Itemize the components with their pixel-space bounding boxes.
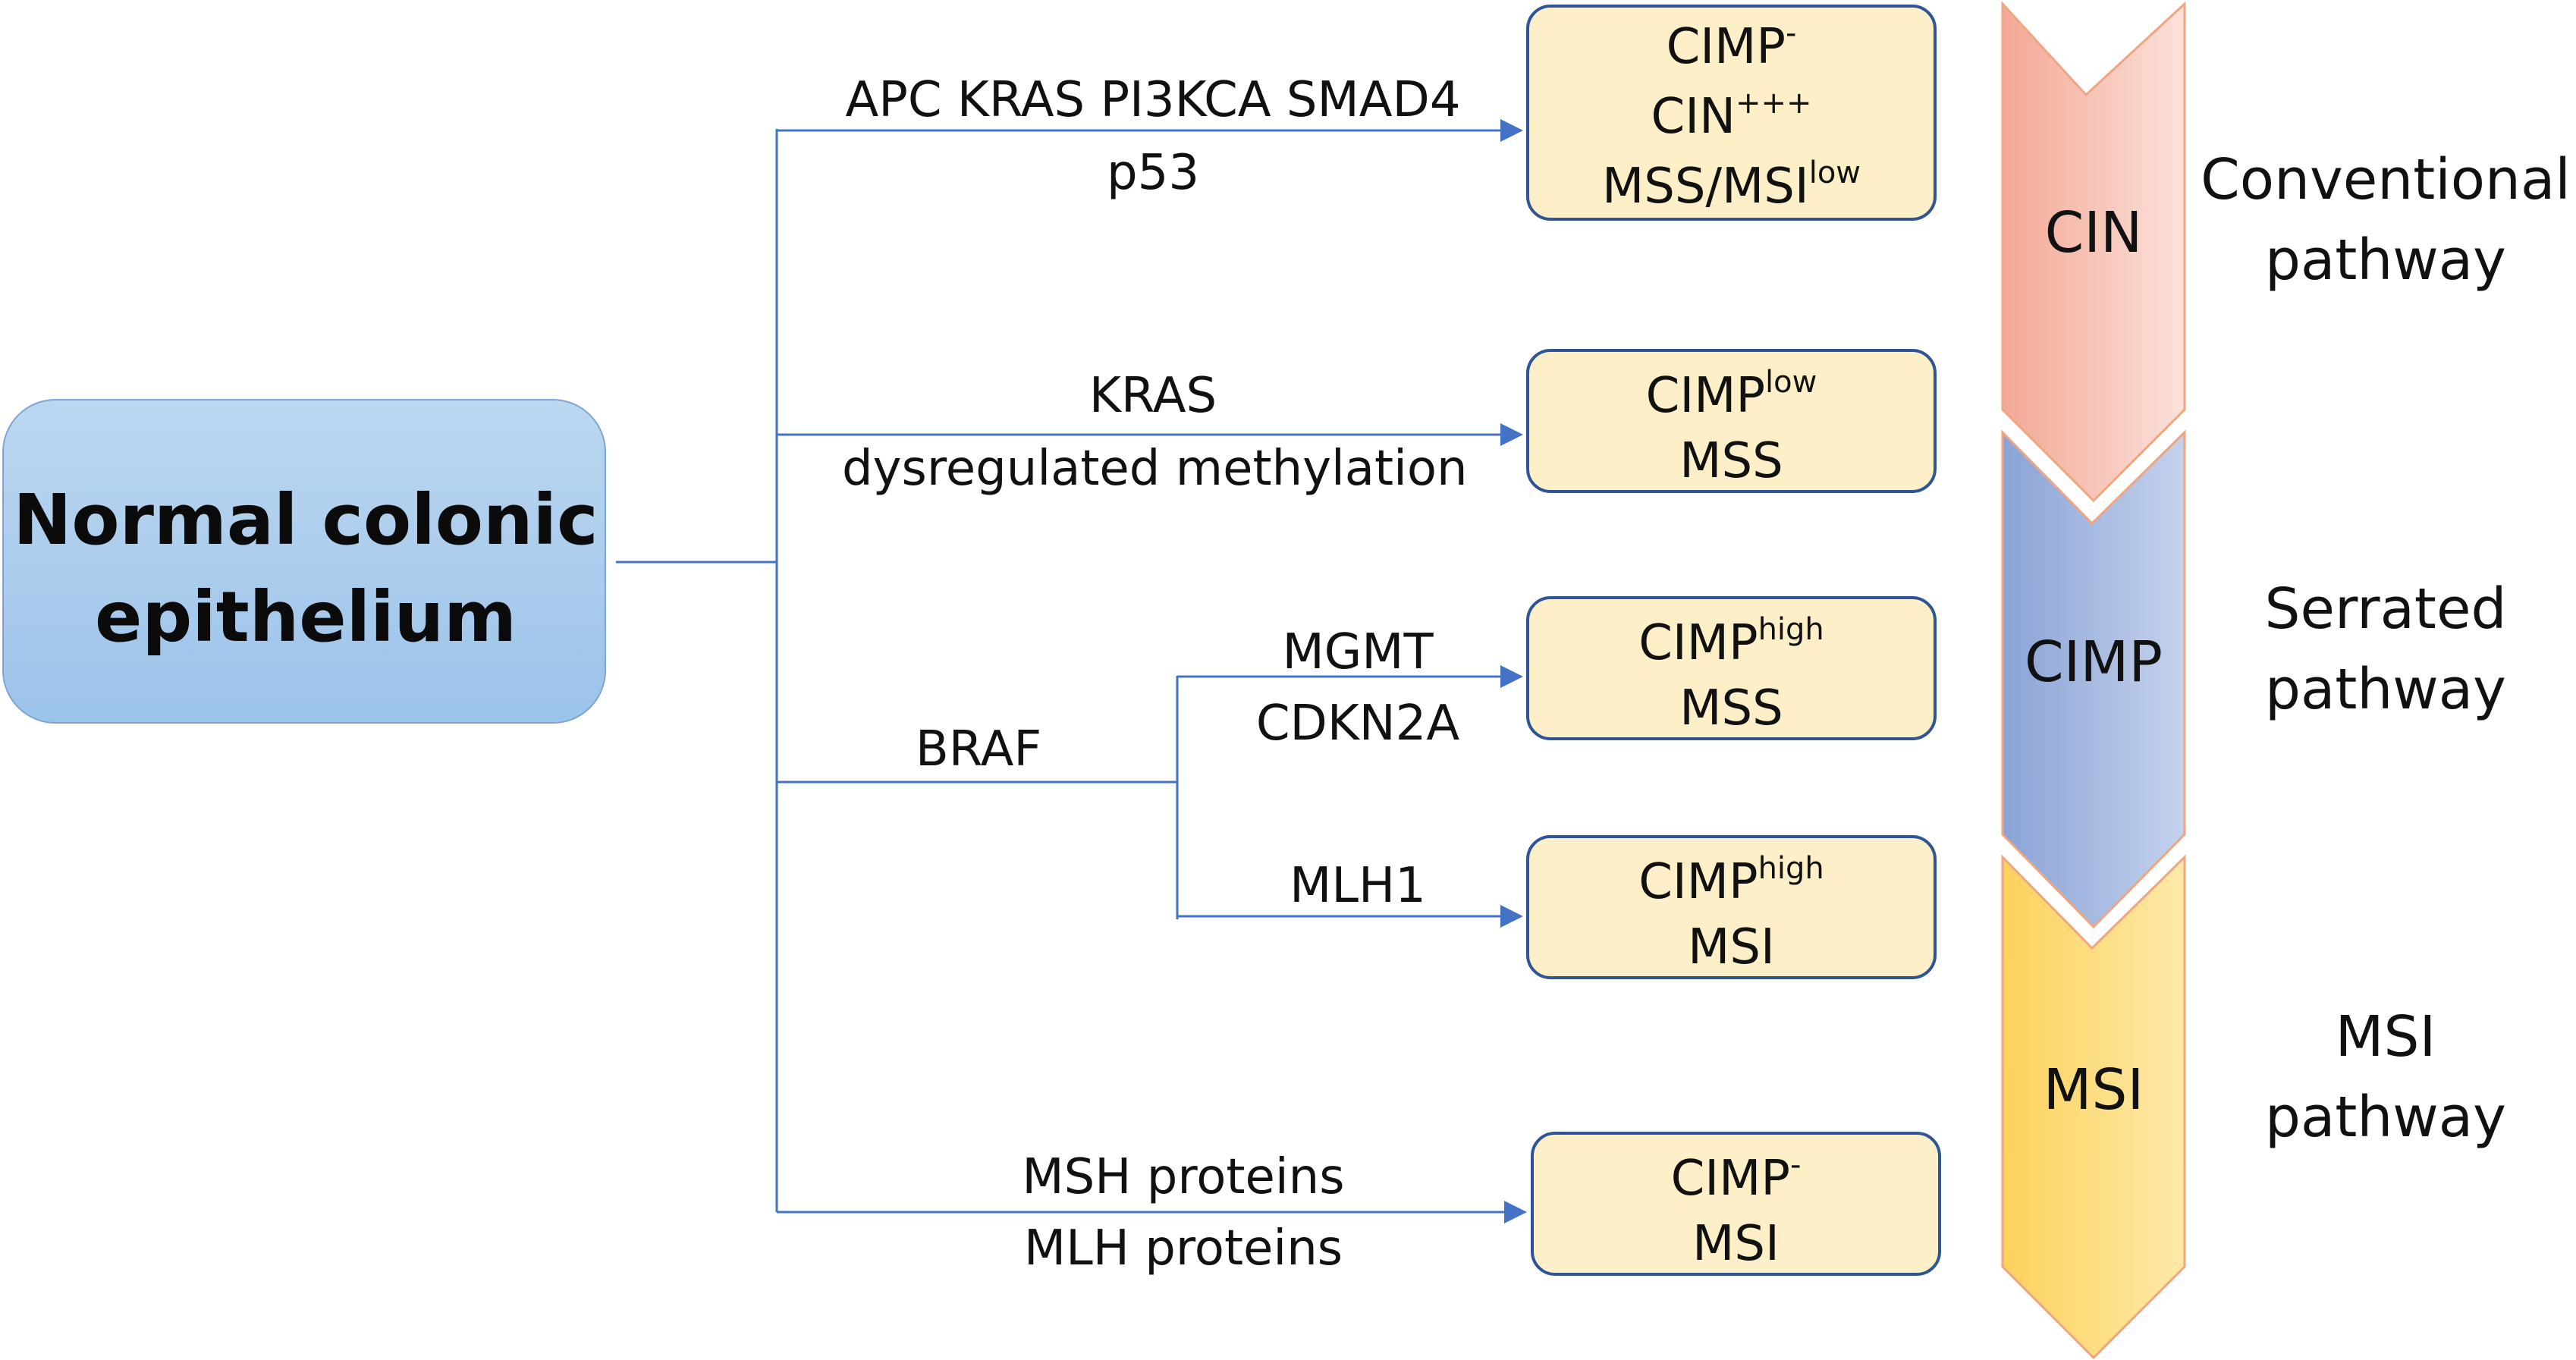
edge-label-1b: p53 <box>1106 145 1200 201</box>
pathway-label-conventional-1: Conventional <box>2201 147 2571 212</box>
edge-label-3a: MGMT <box>1282 624 1434 680</box>
outcome-5-line2: MSI <box>1692 1216 1780 1272</box>
edge-label-1a: APC KRAS PI3KCA SMAD4 <box>845 72 1461 128</box>
outcome-3-line2: MSS <box>1679 680 1783 737</box>
tree-connectors <box>616 119 1527 1223</box>
outcome-box-4: CIMPhigh MSI <box>1526 835 1937 979</box>
outcome-box-3: CIMPhigh MSS <box>1526 596 1937 740</box>
outcome-2-line2: MSS <box>1679 433 1783 489</box>
outcome-2-line1: CIMPlow <box>1645 365 1817 424</box>
outcome-1-line1: CIMP- <box>1666 16 1797 75</box>
edge-label-braf: BRAF <box>915 721 1042 777</box>
start-label-line2: epithelium <box>94 576 517 658</box>
stage-label-msi: MSI <box>2043 1057 2144 1123</box>
start-label-line1: Normal colonic <box>13 479 598 561</box>
outcome-1-line3: MSS/MSIlow <box>1601 155 1861 215</box>
outcome-1-line2: CIN+++ <box>1651 86 1812 145</box>
outcome-5-line1: CIMP- <box>1670 1148 1802 1207</box>
edge-label-2a: KRAS <box>1089 368 1217 424</box>
pathway-label-serrated-1: Serrated <box>2264 576 2507 642</box>
outcome-box-1: CIMP- CIN+++ MSS/MSIlow <box>1526 5 1937 221</box>
edge-label-4: MLH1 <box>1290 858 1426 914</box>
outcome-4-line2: MSI <box>1688 919 1775 975</box>
pathway-label-serrated-2: pathway <box>2265 657 2506 722</box>
edge-label-5a: MSH proteins <box>1022 1149 1345 1205</box>
outcome-3-line1: CIMPhigh <box>1638 612 1824 671</box>
edge-label-5b: MLH proteins <box>1023 1220 1343 1277</box>
outcome-box-2: CIMPlow MSS <box>1526 349 1937 493</box>
pathway-label-conventional-2: pathway <box>2265 228 2506 293</box>
outcome-4-line1: CIMPhigh <box>1638 851 1824 910</box>
outcome-box-5: CIMP- MSI <box>1531 1132 1941 1276</box>
pathway-label-msi-1: MSI <box>2335 1004 2436 1069</box>
edge-label-2b: dysregulated methylation <box>842 441 1468 497</box>
normal-colonic-epithelium-box: Normal colonic epithelium <box>2 399 606 724</box>
pathway-label-msi-2: pathway <box>2265 1085 2506 1150</box>
edge-label-3b: CDKN2A <box>1255 696 1460 752</box>
cimp-chevron <box>2001 429 2186 929</box>
stage-label-cimp: CIMP <box>2025 630 2163 695</box>
stage-label-cin: CIN <box>2044 200 2143 265</box>
cin-chevron <box>2001 1 2186 503</box>
msi-chevron <box>2001 854 2186 1360</box>
